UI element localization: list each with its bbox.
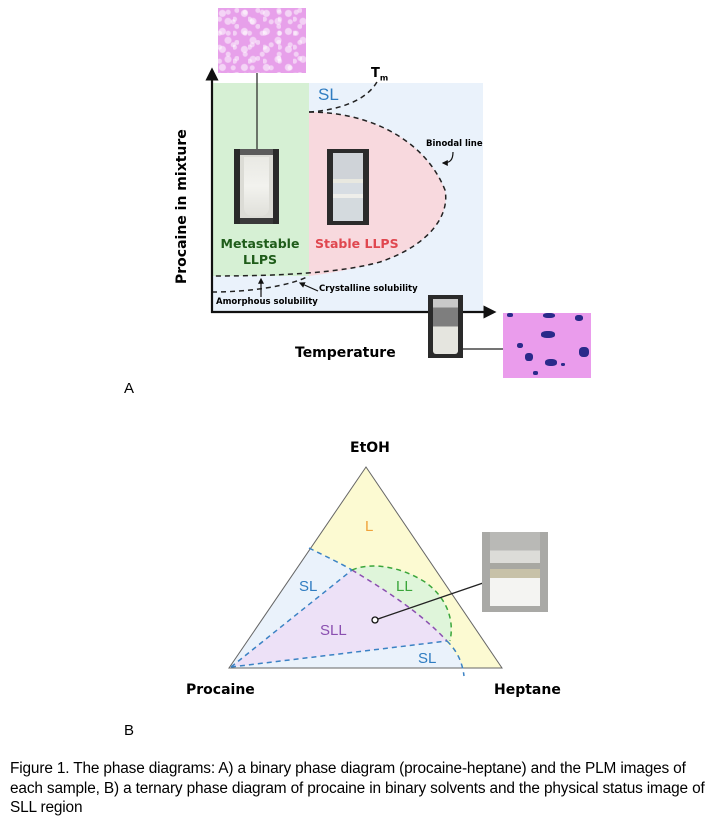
sll-bottom-boundary [230,640,448,668]
vial-solid-image [428,295,463,358]
amorphous-solubility-label: Amorphous solubility [216,297,318,307]
vial-clear-image [327,149,369,225]
figure-caption: Figure 1. The phase diagrams: A) a binar… [10,760,705,816]
binodal-line [211,111,447,277]
metastable-label-line2: LLPS [242,252,278,267]
tm-curve [308,79,379,113]
metastable-label-line1: Metastable [220,236,300,251]
panel-b-label: B [124,722,135,739]
ll-region-label: LL [396,578,413,595]
vial-cloudy-image [234,149,279,224]
ternary-triangle [228,466,503,669]
ll-outer-boundary [351,565,452,642]
sl-lower-boundary [446,640,465,677]
vertex-heptane-label: Heptane [494,682,561,698]
y-axis-label: Procaine in mixture [174,129,190,284]
crystalline-solubility-line [211,275,310,293]
stable-llps-label: Stable LLPS [315,236,399,251]
metastable-llps-label: Metastable LLPS [216,236,304,268]
sl-region-label: SL [318,85,339,104]
sll-region-label: SLL [320,622,347,639]
sll-point-marker [371,616,379,624]
sll-vial-connector [374,582,484,621]
panel-a-label: A [124,380,135,397]
crystalline-annotation-arrow [298,282,319,292]
tm-label-sub: m [379,73,389,83]
sl-lower-region-label: SL [418,650,437,667]
tm-label-main: T [371,66,380,81]
l-region-label: L [365,518,374,535]
vertex-procaine-label: Procaine [186,682,255,698]
plm-liquid-image [218,8,306,73]
plm-crystal-image [503,313,591,378]
sll-left-boundary [230,569,353,668]
sll-vial-image [482,532,548,612]
tm-label: Tm [371,66,388,83]
crystalline-solubility-label: Crystalline solubility [319,284,418,294]
sl-upper-region-label: SL [299,578,318,595]
sll-region [231,570,447,667]
binodal-line-label: Binodal line [426,139,483,149]
binodal-annotation-arrow [441,151,454,166]
vertex-etoh-label: EtOH [350,440,390,456]
x-axis-label: Temperature [295,345,396,361]
sll-ll-boundary [351,569,448,642]
sl-upper-boundary [308,547,353,571]
